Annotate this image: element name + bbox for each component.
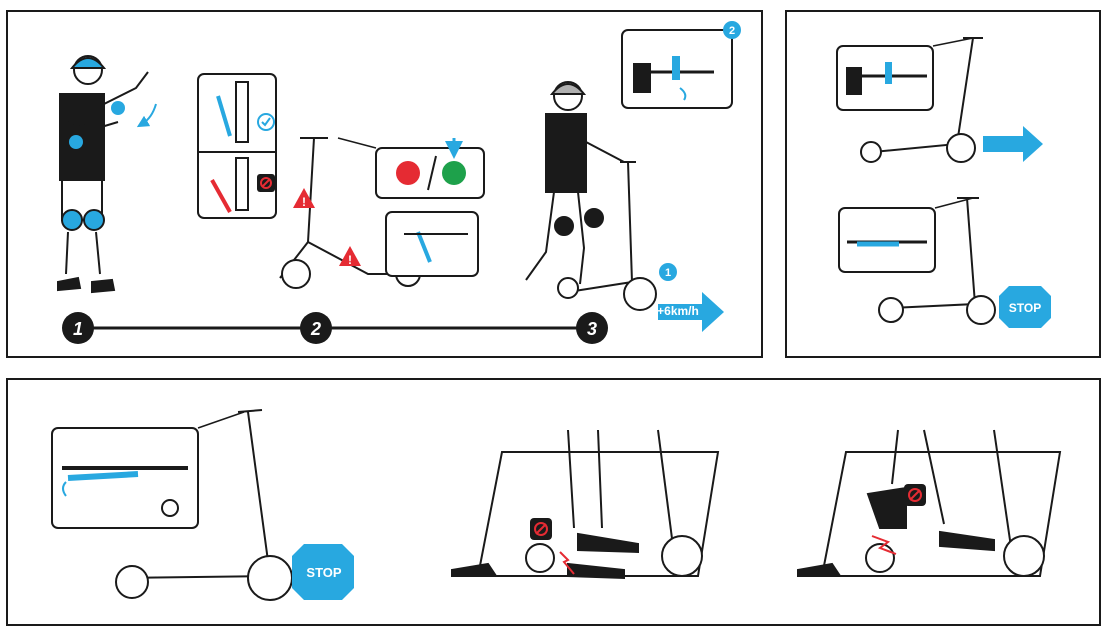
power-inset <box>337 137 485 199</box>
kickstand-inset <box>197 73 277 219</box>
throttle-marker: 2 <box>723 21 741 39</box>
scooter-accelerating <box>860 37 983 163</box>
power-icon-on <box>442 161 466 185</box>
scooter-braking <box>878 197 996 325</box>
stop-sign-icon-large: STOP <box>292 544 354 600</box>
throttle-inset-small <box>836 37 974 111</box>
impact-icon-scene-2 <box>871 535 897 555</box>
svg-text:!: ! <box>348 253 352 267</box>
rider-pushing-scooter <box>525 81 657 311</box>
svg-text:2: 2 <box>310 319 321 339</box>
check-icon <box>257 113 275 131</box>
svg-text:1: 1 <box>73 319 83 339</box>
prohibited-icon-scene-2 <box>904 484 926 506</box>
foot-brake-scene-1 <box>451 429 720 580</box>
arrow-right-icon <box>983 126 1043 162</box>
push-marker: 1 <box>659 263 677 281</box>
svg-text:!: ! <box>302 195 306 209</box>
panel-braking-technique: STOP <box>6 378 1101 626</box>
braking-technique-illustration: STOP <box>51 409 1062 601</box>
svg-text:+6km/h: +6km/h <box>657 304 699 318</box>
prohibited-icon <box>257 174 275 192</box>
getting-started-illustration: ! ! <box>57 21 741 344</box>
step-1-marker: 1 <box>62 312 94 344</box>
brake-lever-inset <box>51 411 245 529</box>
step-3-marker: 3 <box>576 312 608 344</box>
brake-inset-small <box>838 197 974 273</box>
helmet-icon <box>69 57 107 69</box>
svg-text:1: 1 <box>665 267 671 279</box>
svg-text:STOP: STOP <box>306 565 341 580</box>
throttle-brake-illustration: STOP <box>836 37 1051 328</box>
step-timeline: 1 2 3 <box>62 312 608 344</box>
speed-arrow: +6km/h <box>657 292 724 332</box>
impact-icon-scene-1 <box>559 551 575 575</box>
svg-text:2: 2 <box>729 25 735 37</box>
svg-text:STOP: STOP <box>1009 301 1041 315</box>
panel-throttle-brake: STOP <box>785 10 1101 358</box>
panel-getting-started: ! ! <box>6 10 763 358</box>
power-icon-off <box>396 161 420 185</box>
svg-text:3: 3 <box>587 319 597 339</box>
warning-icon-kickstand: ! <box>339 246 361 267</box>
foot-brake-scene-2 <box>797 429 1062 577</box>
prohibited-icon-scene-1 <box>530 518 552 540</box>
kickstand-foot-inset <box>385 211 479 277</box>
throttle-inset <box>621 29 733 109</box>
warning-icon: ! <box>293 188 315 209</box>
scooter-stopping <box>115 409 293 601</box>
stop-sign-icon: STOP <box>999 286 1051 328</box>
step-2-marker: 2 <box>300 312 332 344</box>
rider-with-helmet <box>57 55 157 294</box>
